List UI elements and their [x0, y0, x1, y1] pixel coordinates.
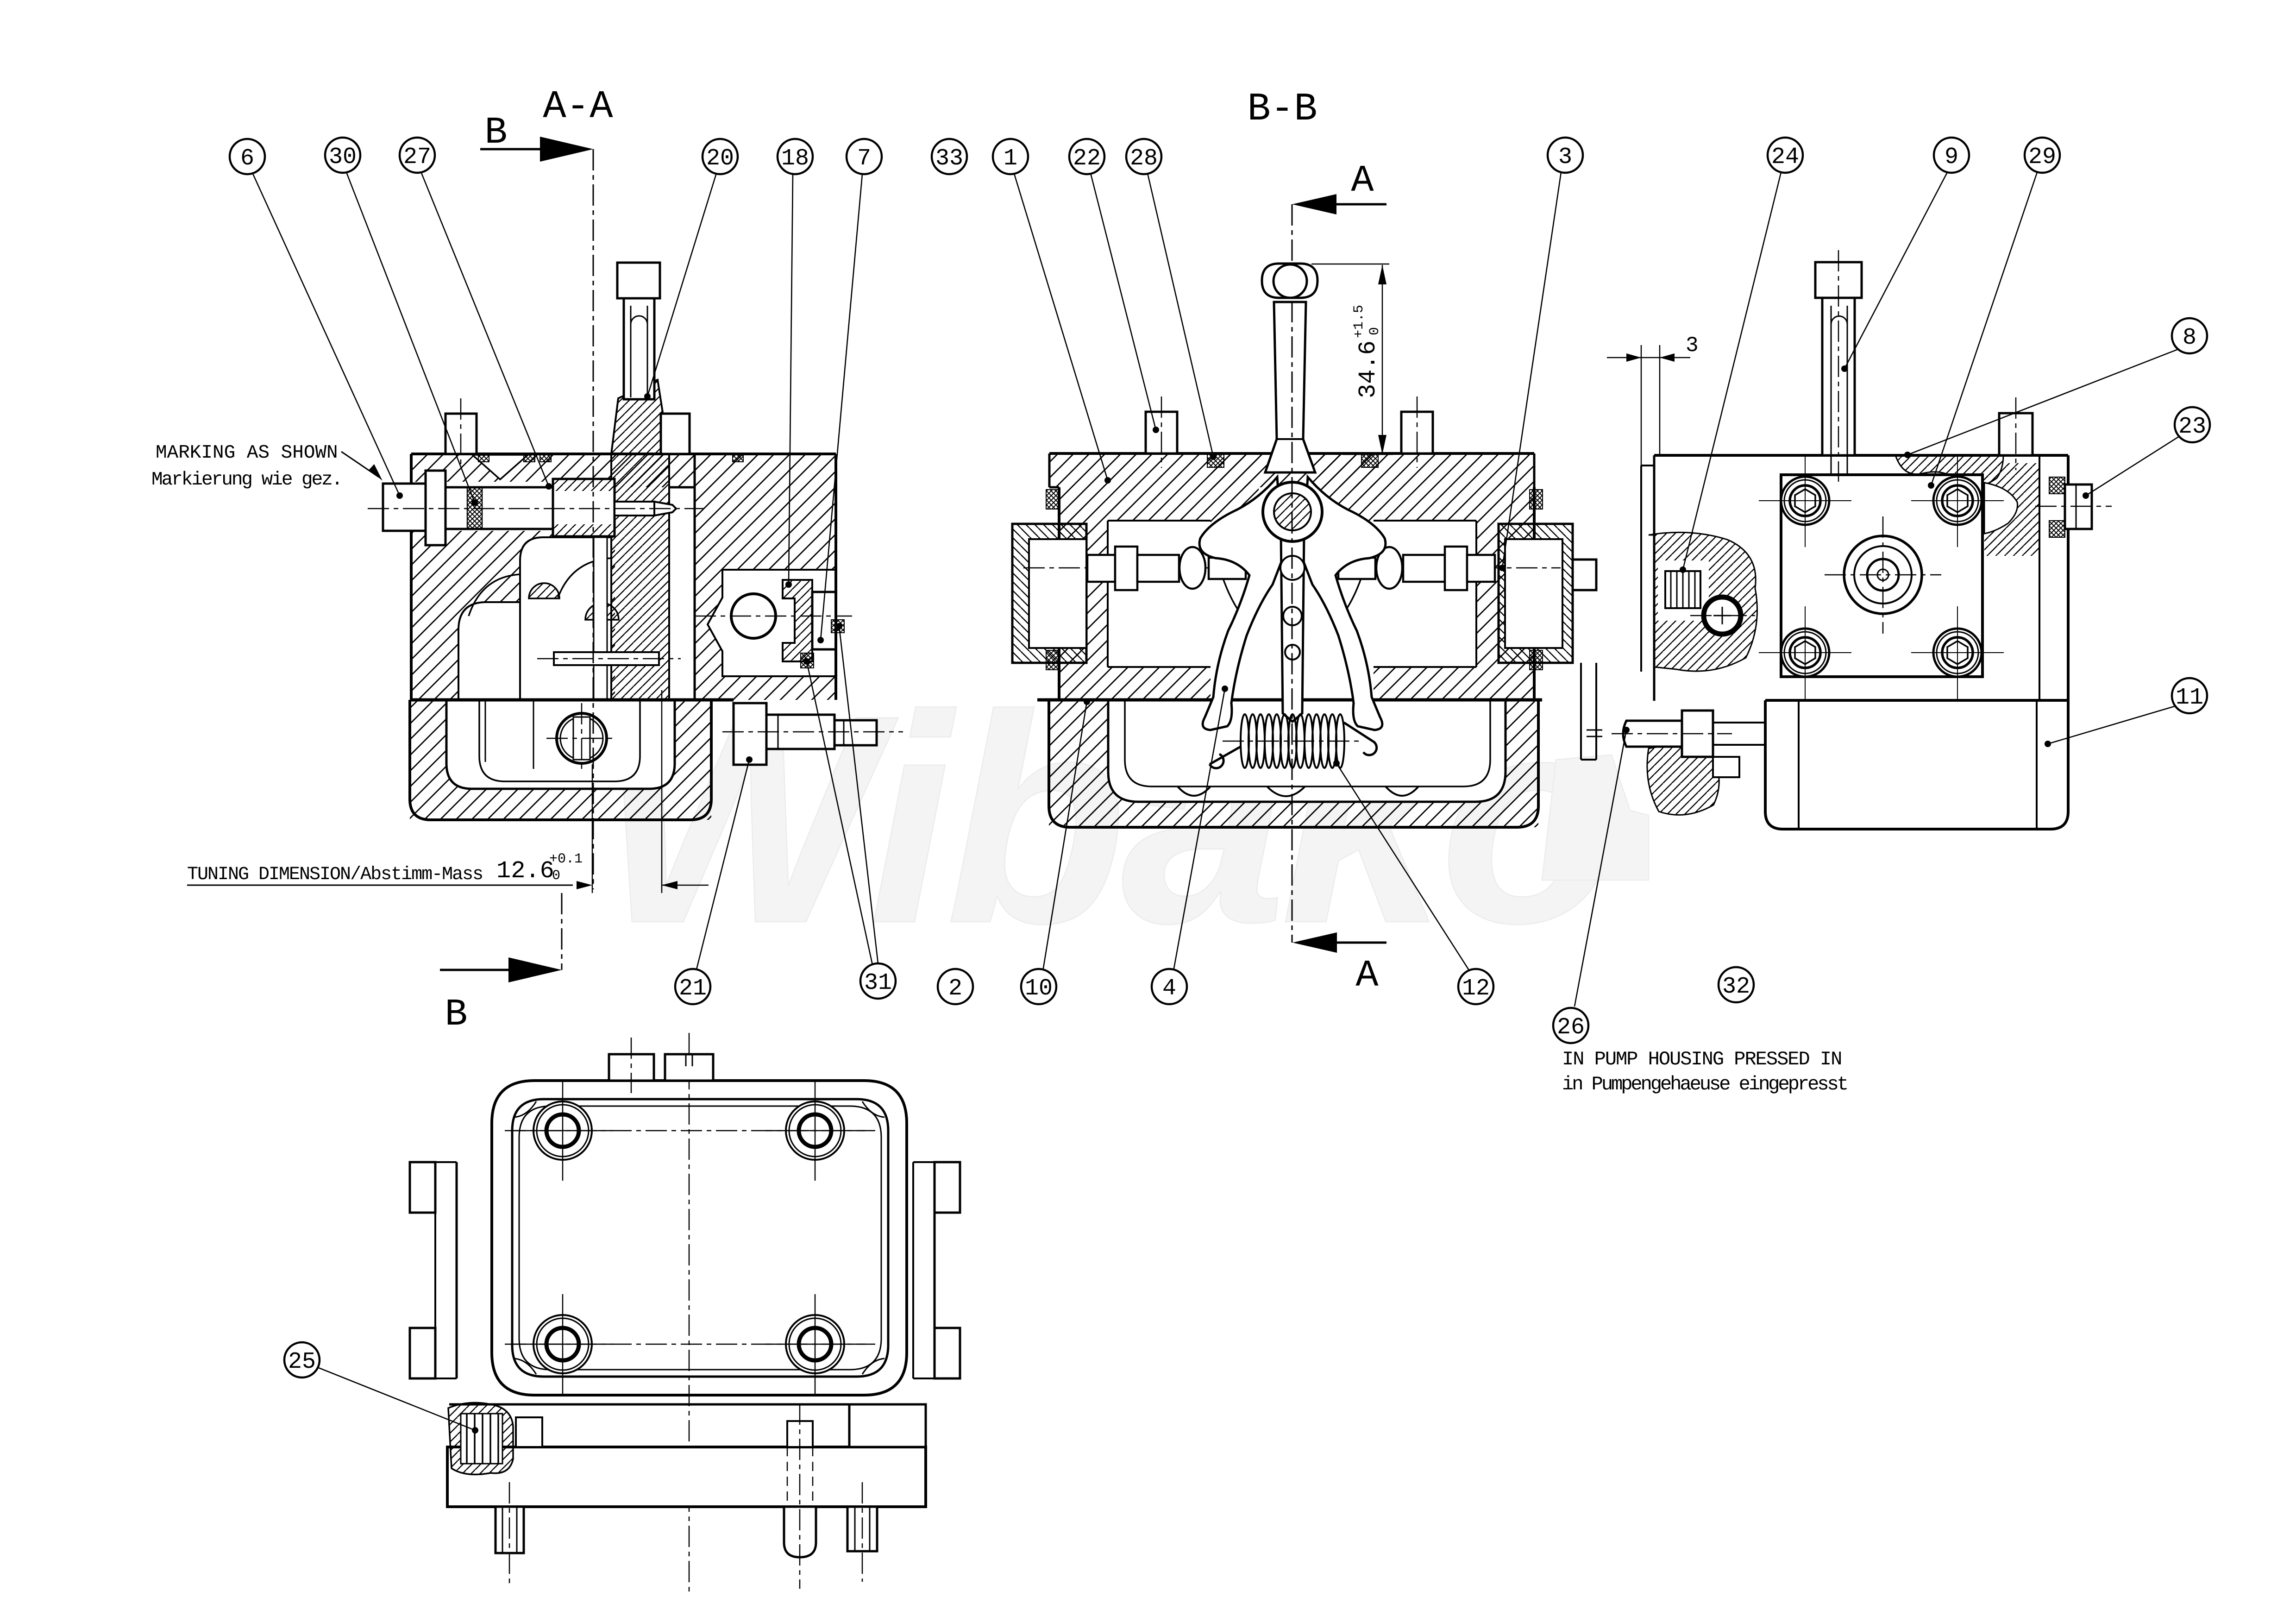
svg-text:11: 11	[2176, 685, 2203, 711]
svg-text:6: 6	[240, 145, 254, 172]
svg-text:34.6: 34.6	[1355, 340, 1382, 398]
svg-text:27: 27	[403, 144, 431, 170]
svg-text:29: 29	[2028, 144, 2056, 170]
svg-text:25: 25	[288, 1349, 316, 1375]
svg-text:3: 3	[1686, 333, 1699, 358]
svg-text:7: 7	[857, 145, 871, 172]
svg-text:10: 10	[1025, 975, 1053, 1002]
svg-text:23: 23	[2178, 414, 2206, 440]
svg-text:IN PUMP HOUSING PRESSED IN: IN PUMP HOUSING PRESSED IN	[1562, 1048, 1841, 1070]
svg-text:26: 26	[1557, 1014, 1585, 1041]
svg-text:9: 9	[1945, 144, 1958, 170]
svg-text:0: 0	[1367, 327, 1383, 335]
svg-text:18: 18	[781, 145, 809, 172]
svg-text:33: 33	[935, 145, 963, 172]
svg-text:2: 2	[948, 975, 962, 1002]
svg-text:A: A	[1355, 954, 1379, 997]
svg-text:A: A	[1351, 159, 1374, 202]
svg-text:28: 28	[1130, 145, 1158, 172]
svg-text:B: B	[445, 993, 467, 1036]
svg-text:+0.1: +0.1	[549, 851, 583, 867]
svg-text:A-A: A-A	[543, 85, 613, 129]
svg-text:Markierung wie gez.: Markierung wie gez.	[151, 469, 341, 491]
svg-text:24: 24	[1771, 144, 1799, 170]
svg-text:21: 21	[679, 975, 707, 1002]
svg-text:30: 30	[329, 144, 357, 170]
svg-text:4: 4	[1162, 975, 1176, 1002]
svg-text:12.6: 12.6	[496, 857, 554, 885]
svg-text:22: 22	[1073, 145, 1101, 172]
svg-text:8: 8	[2183, 325, 2196, 351]
svg-text:1: 1	[1004, 145, 1017, 172]
svg-text:B: B	[484, 111, 507, 154]
svg-text:0: 0	[552, 868, 560, 884]
svg-text:B-B: B-B	[1247, 88, 1317, 132]
svg-text:TUNING DIMENSION/Abstimm-Mass: TUNING DIMENSION/Abstimm-Mass	[187, 864, 483, 885]
svg-text:20: 20	[706, 145, 734, 172]
svg-text:in Pumpengehaeuse eingepresst: in Pumpengehaeuse eingepresst	[1562, 1073, 1847, 1095]
svg-text:31: 31	[864, 970, 892, 996]
svg-text:12: 12	[1462, 975, 1490, 1002]
svg-text:32: 32	[1722, 974, 1750, 1000]
svg-text:3: 3	[1558, 144, 1572, 170]
svg-text:MARKING AS SHOWN: MARKING AS SHOWN	[156, 442, 338, 464]
svg-text:+1.5: +1.5	[1351, 305, 1367, 338]
